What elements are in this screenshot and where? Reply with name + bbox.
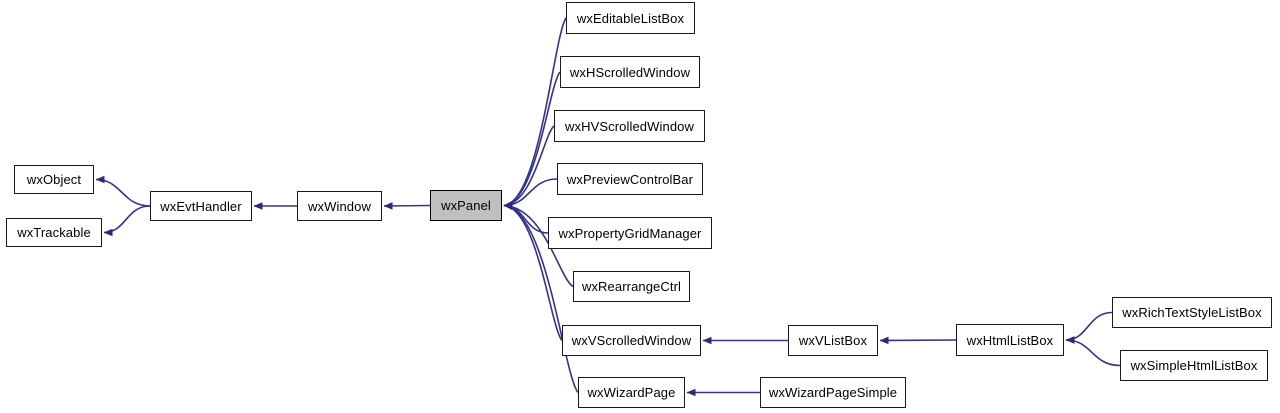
- class-node-label: wxVListBox: [798, 333, 868, 348]
- inheritance-edge: [383, 202, 431, 210]
- class-node-wxsimplehtmllistbox[interactable]: wxSimpleHtmlListBox: [1120, 350, 1268, 381]
- class-node-label: wxHVScrolledWindow: [565, 118, 694, 134]
- class-node-wxvlistbox[interactable]: wxVListBox: [788, 325, 878, 356]
- class-node-wxwizardpagesimple[interactable]: wxWizardPageSimple: [760, 377, 906, 408]
- class-node-wxeditablelistbox[interactable]: wxEditableListBox: [566, 2, 695, 34]
- class-node-label: wxSimpleHtmlListBox: [1130, 358, 1258, 373]
- class-node-wxrichtextstylelistbox[interactable]: wxRichTextStyleListBox: [1112, 297, 1272, 328]
- class-node-wxpanel[interactable]: wxPanel: [430, 190, 502, 221]
- class-node-label: wxPropertyGridManager: [558, 225, 702, 241]
- inheritance-edge: [103, 205, 151, 237]
- class-node-wxevthandler[interactable]: wxEvtHandler: [150, 191, 252, 221]
- class-node-label: wxEvtHandler: [160, 198, 242, 214]
- class-node-label: wxPreviewControlBar: [566, 171, 694, 187]
- class-node-label: wxPanel: [441, 198, 491, 213]
- inheritance-edge: [503, 178, 558, 210]
- class-node-label: wxObject: [26, 172, 82, 187]
- class-node-label: wxEditableListBox: [576, 10, 685, 26]
- class-node-label: wxRichTextStyleListBox: [1122, 305, 1262, 320]
- class-node-wxvscrolledwindow[interactable]: wxVScrolledWindow: [562, 325, 701, 356]
- class-node-label: wxVScrolledWindow: [571, 333, 692, 348]
- inheritance-edge: [1065, 311, 1113, 344]
- class-node-label: wxTrackable: [17, 225, 91, 240]
- class-node-wxhvscrolledwindow[interactable]: wxHVScrolledWindow: [554, 110, 705, 142]
- inheritance-edge: [503, 125, 555, 209]
- class-node-wxtrackable[interactable]: wxTrackable: [6, 218, 102, 247]
- inheritance-edge: [879, 336, 957, 345]
- class-node-label: wxHScrolledWindow: [569, 64, 691, 80]
- class-node-wxhtmllistbox[interactable]: wxHtmlListBox: [956, 324, 1064, 356]
- class-node-label: wxWizardPageSimple: [768, 385, 898, 400]
- class-node-label: wxWizardPage: [587, 385, 676, 400]
- class-node-label: wxRearrangeCtrl: [581, 279, 682, 294]
- inheritance-edge: [1065, 336, 1121, 367]
- class-node-label: wxHtmlListBox: [966, 332, 1054, 348]
- inheritance-edge: [503, 201, 549, 234]
- class-node-wxhscrolledwindow[interactable]: wxHScrolledWindow: [560, 56, 700, 88]
- inheritance-edge: [95, 175, 151, 207]
- inheritance-edge: [503, 71, 561, 209]
- class-node-wxobject[interactable]: wxObject: [14, 165, 94, 194]
- class-node-wxpropertygridmanager[interactable]: wxPropertyGridManager: [548, 217, 712, 249]
- class-node-wxwindow[interactable]: wxWindow: [297, 191, 382, 221]
- class-node-label: wxWindow: [308, 198, 371, 214]
- class-node-wxwizardpage[interactable]: wxWizardPage: [578, 377, 685, 408]
- class-node-wxrearrangectrl[interactable]: wxRearrangeCtrl: [573, 271, 690, 302]
- class-node-wxpreviewcontrolbar[interactable]: wxPreviewControlBar: [557, 163, 703, 195]
